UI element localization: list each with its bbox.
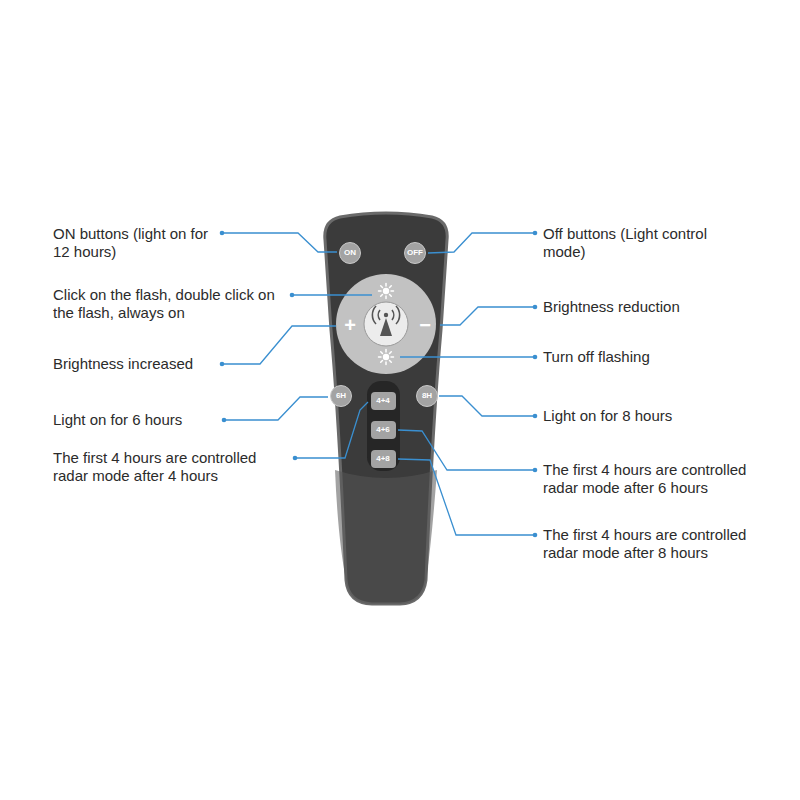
callout-label: The first 4 hours are controlled radar m…: [543, 526, 783, 562]
callout-label: The first 4 hours are controlled radar m…: [543, 461, 783, 497]
callout-label: ON buttons (light on for 12 hours): [53, 225, 218, 261]
button-label: 4+4: [376, 397, 390, 405]
timer-button: 6H: [330, 385, 352, 407]
off-button: OFF: [404, 242, 426, 264]
radar-icon: [372, 306, 399, 336]
button-label: 6H: [336, 392, 346, 400]
callout-label: Brightness reduction: [543, 298, 743, 316]
remote-lower-shade: [335, 470, 437, 604]
brightness-down-button: −: [412, 312, 438, 338]
on-button: ON: [339, 242, 361, 264]
mode-button-track: [367, 381, 400, 471]
leader-dots: [220, 231, 538, 538]
brightness-up-button: +: [337, 312, 363, 338]
mode-button: 4+4: [371, 392, 396, 410]
callout-label: Off buttons (Light control mode): [543, 225, 743, 261]
button-label: −: [419, 315, 431, 335]
callout-label: Light on for 8 hours: [543, 407, 743, 425]
callout-label: Turn off flashing: [543, 348, 743, 366]
callout-label: The first 4 hours are controlled radar m…: [53, 449, 291, 485]
callout-label: Light on for 6 hours: [53, 411, 221, 429]
callout-label: Click on the flash, double click on the …: [53, 286, 289, 322]
flash-icon: [379, 284, 394, 299]
flash-off-icon: [379, 350, 394, 365]
timer-button: 8H: [416, 385, 438, 407]
dial-ring: [336, 274, 436, 374]
callout-label: Brightness increased: [53, 355, 218, 373]
button-label: +: [344, 315, 356, 335]
button-label: 4+8: [376, 455, 390, 463]
button-label: 8H: [422, 392, 432, 400]
button-label: OFF: [407, 249, 423, 257]
mode-button: 4+6: [371, 421, 396, 439]
mode-button: 4+8: [371, 450, 396, 468]
button-label: 4+6: [376, 426, 390, 434]
dial-center: [364, 302, 408, 346]
leader-lines: [222, 233, 535, 535]
remote-body: [325, 213, 447, 604]
button-label: ON: [344, 249, 356, 257]
